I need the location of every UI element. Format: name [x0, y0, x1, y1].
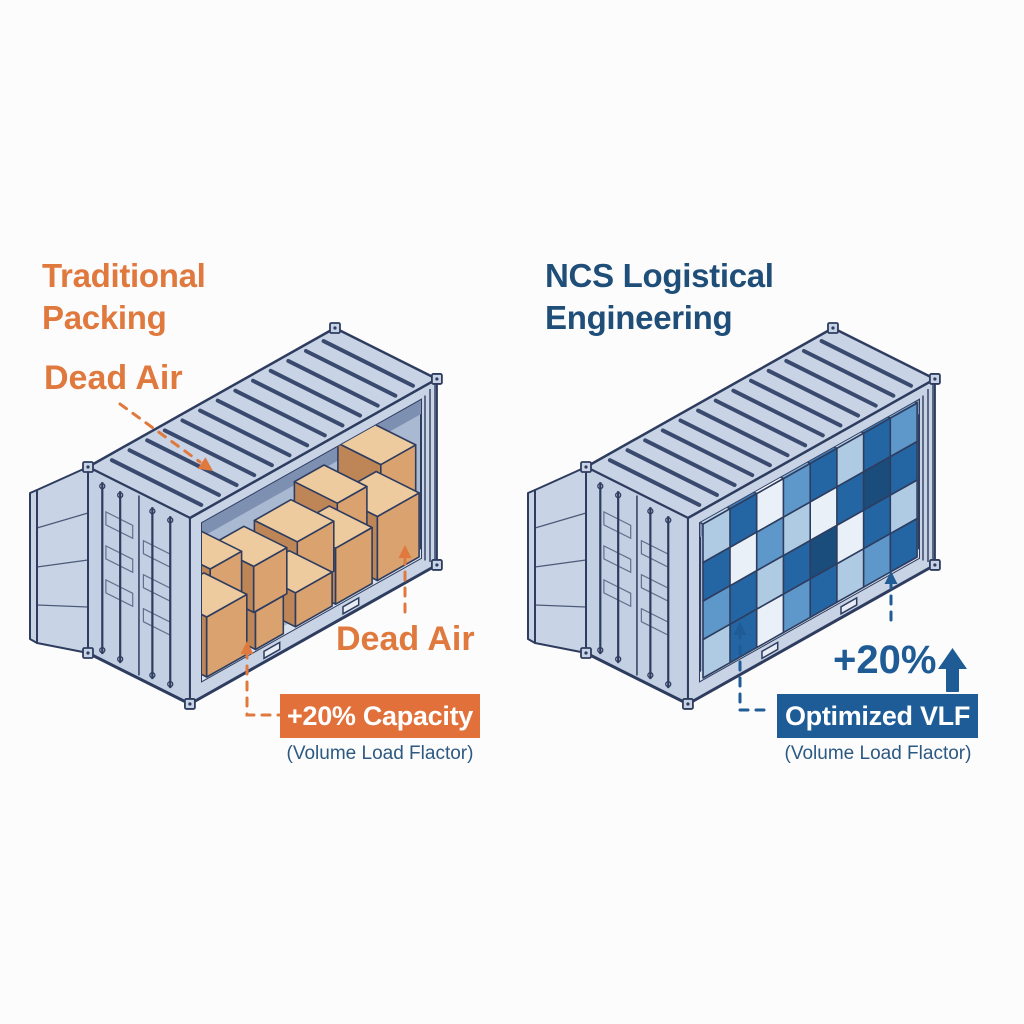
capacity-badge: +20% Capacity [280, 694, 480, 738]
connector-lines [118, 402, 898, 717]
right-title-line2: Engineering [545, 299, 733, 336]
dead-air-label-top: Dead Air [44, 359, 183, 397]
right-title-line1: NCS Logistical [545, 257, 774, 294]
left-vlf-caption: (Volume Load Flactor) [286, 743, 474, 764]
traditional-container-illustration-cargo [202, 422, 420, 678]
optimized-container-illustration [527, 322, 941, 710]
right-section-title: NCS Logistical Engineering [545, 255, 774, 339]
dead-air-label-bottom: Dead Air [336, 620, 475, 658]
traditional-container-illustration [29, 322, 443, 710]
up-arrow-icon [938, 648, 967, 692]
right-vlf-caption: (Volume Load Flactor) [784, 743, 972, 764]
optimized-vlf-badge: Optimized VLF [777, 694, 978, 738]
left-section-title: Traditional Packing [42, 255, 206, 339]
gain-percent-label: +20% [833, 638, 937, 682]
left-title-line2: Packing [42, 299, 167, 336]
left-title-line1: Traditional [42, 257, 206, 294]
